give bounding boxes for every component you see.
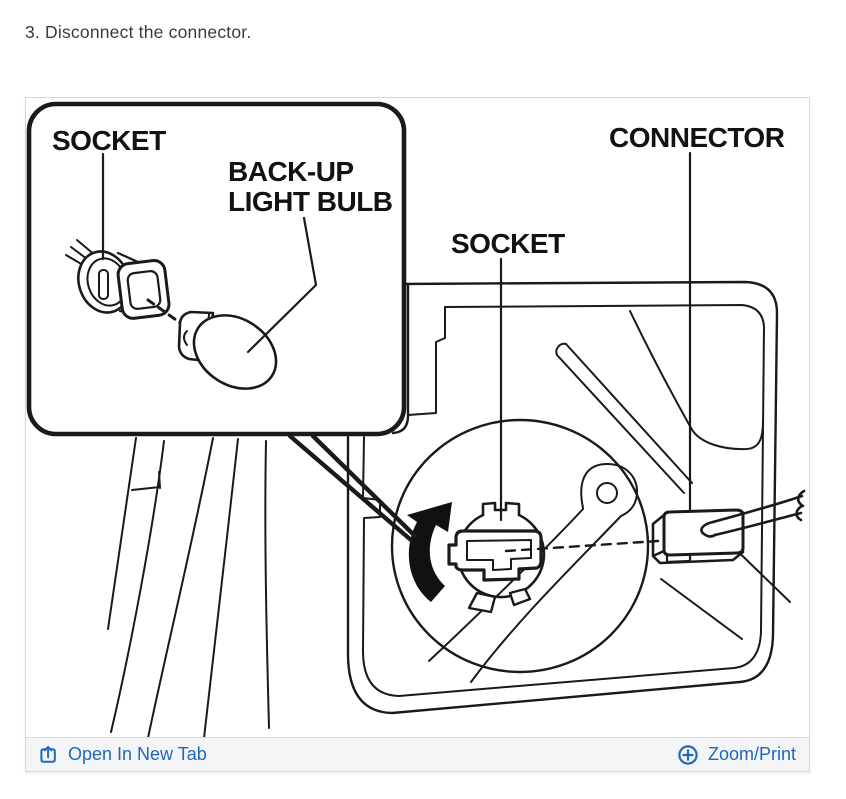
socket-connector-dashed-line — [504, 539, 660, 553]
bulb-glass — [192, 314, 278, 390]
socket-opening — [390, 418, 650, 674]
bulb-label-line2: LIGHT BULB — [228, 186, 393, 217]
main-socket-drawing — [407, 501, 660, 614]
diagram-toolbar: Open In New Tab Zoom/Print — [26, 737, 809, 771]
diagram-viewer: SOCKET CONNECTOR — [25, 97, 810, 772]
zoom-plus-icon — [677, 744, 699, 766]
callout-pointer — [287, 433, 418, 543]
housing-outline — [346, 280, 779, 715]
open-in-new-tab-label: Open In New Tab — [68, 744, 207, 764]
main-labels: SOCKET CONNECTOR — [451, 122, 785, 522]
zoom-print-label: Zoom/Print — [707, 744, 796, 764]
housing-interior — [390, 342, 791, 683]
inset-contents: SOCKET BACK-UP LIGHT BULB — [52, 125, 393, 390]
open-in-new-tab-link[interactable]: Open In New Tab — [39, 744, 207, 765]
car-body-lines — [107, 437, 270, 737]
open-in-new-tab-icon — [39, 745, 59, 765]
main-connector-label: CONNECTOR — [609, 122, 785, 153]
wire — [711, 494, 804, 524]
step-instruction: 3. Disconnect the connector. — [25, 22, 252, 42]
rotate-arrow — [407, 502, 452, 602]
zoom-print-link[interactable]: Zoom/Print — [677, 744, 796, 766]
inset-callout-box — [26, 101, 407, 437]
technical-diagram: SOCKET CONNECTOR — [26, 98, 809, 737]
inset-socket-label: SOCKET — [52, 125, 166, 156]
bulb-leader-line — [246, 216, 318, 354]
bulb-label-line1: BACK-UP — [228, 156, 354, 187]
connector-drawing — [651, 489, 806, 565]
main-socket-label: SOCKET — [451, 228, 565, 259]
